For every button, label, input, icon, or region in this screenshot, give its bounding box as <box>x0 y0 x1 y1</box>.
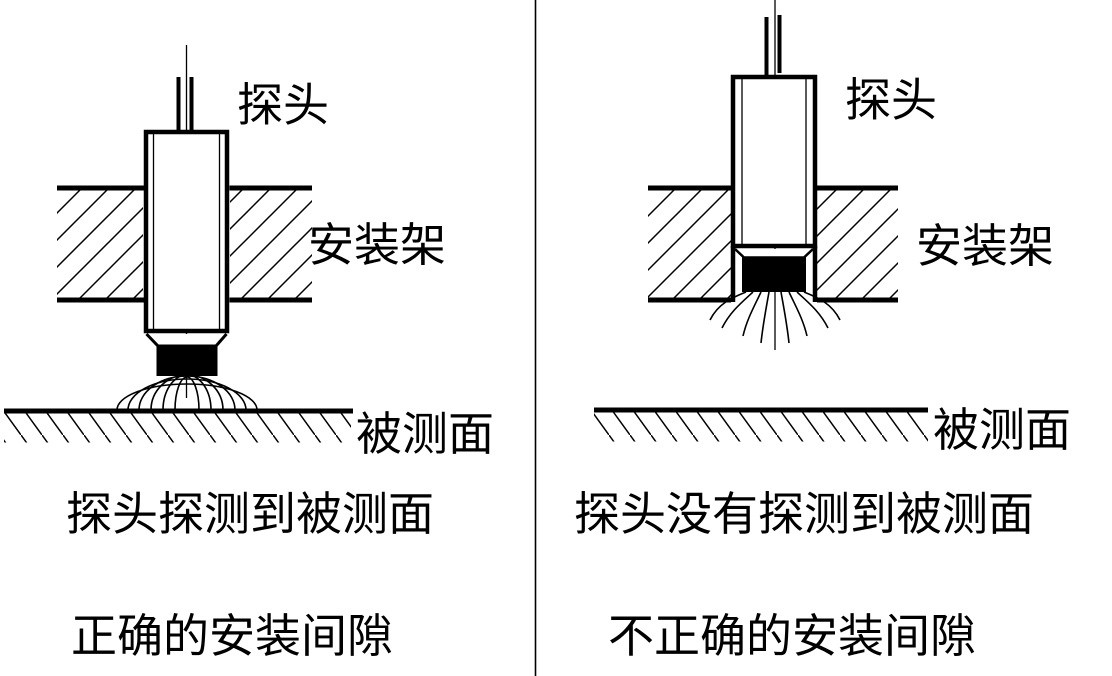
right-probe-chamfer <box>734 248 814 259</box>
left-surface-hatch <box>4 413 351 443</box>
right-bracket-hatch-left <box>648 190 731 298</box>
left-bracket-outline <box>57 185 312 303</box>
left-caption-detection: 探头探测到被测面 <box>66 489 434 540</box>
left-probe-chamfer <box>145 332 228 348</box>
left-probe-tip <box>156 345 218 376</box>
right-probe-inner-lines <box>741 78 807 244</box>
left-caption-gap: 正确的安装间隙 <box>71 611 393 662</box>
right-bracket-label: 安装架 <box>916 221 1054 272</box>
right-bracket-outline <box>648 185 898 303</box>
right-bracket-hatch-right <box>817 190 898 298</box>
left-bracket-label: 安装架 <box>308 220 446 271</box>
left-diagram <box>4 45 353 443</box>
left-bracket-hatch-right <box>230 190 312 298</box>
right-surface <box>594 407 928 442</box>
left-bracket-hatch-left <box>57 190 143 298</box>
right-probe <box>730 0 818 350</box>
right-diagram <box>594 0 928 442</box>
left-field-lines <box>116 374 258 411</box>
right-probe-label: 探头 <box>845 75 937 126</box>
left-probe <box>143 45 230 398</box>
left-surface <box>4 408 353 443</box>
right-surface-label: 被测面 <box>933 405 1071 456</box>
right-field-lines <box>709 291 841 344</box>
left-probe-body <box>143 129 230 334</box>
left-surface-label: 被测面 <box>356 409 494 460</box>
right-bracket <box>648 185 898 303</box>
right-probe-wires <box>764 15 782 75</box>
right-bracket-hole-edges <box>730 246 818 302</box>
right-surface-hatch <box>594 412 928 442</box>
right-probe-body <box>730 74 818 249</box>
left-probe-label: 探头 <box>237 80 329 131</box>
right-probe-tip <box>742 257 806 292</box>
left-probe-inner-lines <box>152 133 221 330</box>
left-bracket <box>57 185 312 303</box>
left-probe-wires <box>176 77 194 130</box>
right-caption-detection: 探头没有探测到被测面 <box>574 489 1034 540</box>
right-caption-gap: 不正确的安装间隙 <box>608 611 976 662</box>
